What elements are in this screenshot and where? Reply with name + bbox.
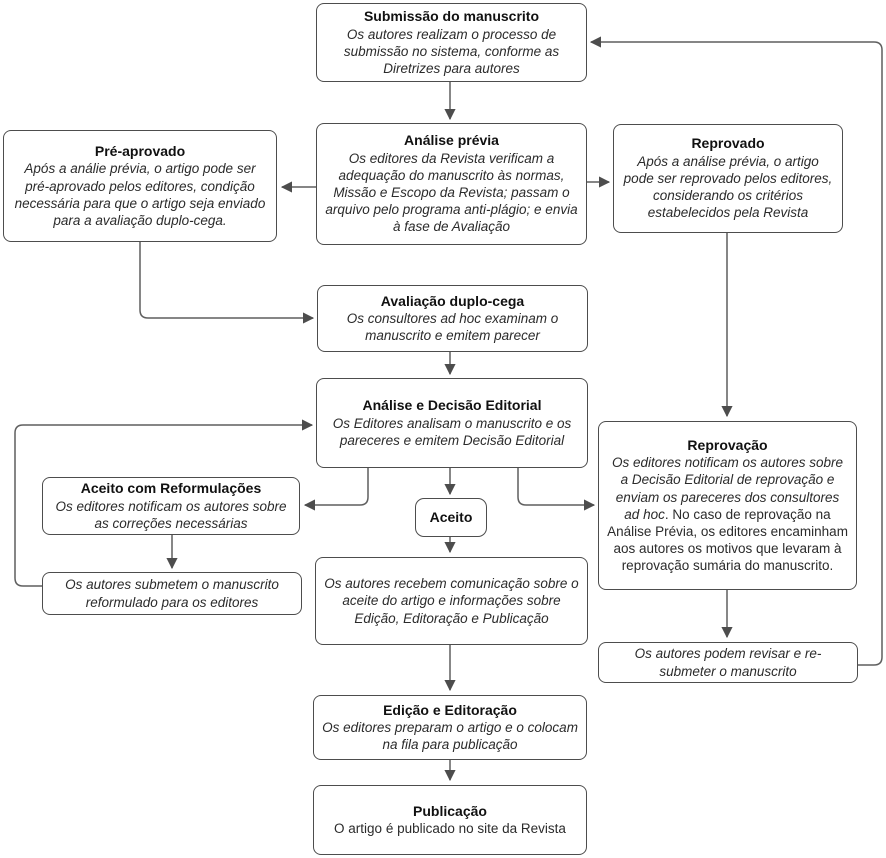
node-body: Após a análise prévia, o artigo pode ser… [623, 153, 833, 221]
node-body: O artigo é publicado no site da Revista [334, 821, 566, 837]
node-autores-recebem-comunicacao: Os autores recebem comunicação sobre o a… [315, 557, 588, 645]
node-title: Reprovação [687, 436, 768, 453]
node-title: Aceito com Reformulações [80, 480, 262, 497]
node-title: Análise prévia [404, 132, 499, 149]
node-body: Os editores preparam o artigo e o coloca… [322, 720, 578, 753]
node-body: Os autores submetem o manuscrito reformu… [65, 577, 279, 610]
node-title: Avaliação duplo-cega [380, 292, 525, 309]
node-aceito-com-reformulacoes: Aceito com Reformulações Os editores not… [42, 477, 300, 535]
node-analise-previa: Análise prévia Os editores da Revista ve… [316, 123, 587, 245]
connector-pre-aprovado-avaliacao [139, 242, 315, 324]
node-body: Os autores realizam o processo de submis… [343, 26, 560, 76]
node-publicacao: Publicação O artigo é publicado no site … [313, 785, 587, 855]
node-body: Os Editores analisam o manuscrito e os p… [332, 415, 572, 448]
node-analise-e-decisao-editorial: Análise e Decisão Editorial Os Editores … [316, 378, 588, 468]
connector-autores-revisar-submissao [589, 36, 883, 666]
node-body: Os autores podem revisar e re-submeter o… [634, 646, 822, 679]
connector-analise-decisao-aceito-reformulacoes [303, 468, 369, 511]
node-aceito: Aceito [415, 498, 487, 537]
node-reprovado: Reprovado Após a análise prévia, o artig… [613, 124, 843, 233]
node-title: Pré-aprovado [94, 142, 186, 159]
node-reprovacao: Reprovação Os editores notificam os auto… [598, 421, 857, 590]
node-body-italic-part: Os editores notificam os autores sobre a… [611, 455, 844, 522]
node-title: Reprovado [691, 135, 765, 152]
node-avaliacao-duplo-cega: Avaliação duplo-cega Os consultores ad h… [317, 285, 588, 352]
node-body: Os editores da Revista verificam a adequ… [325, 150, 578, 235]
node-body: Os consultores ad hoc examinam o manuscr… [346, 311, 559, 344]
connector-autores-submetem-analise-decisao [14, 419, 314, 587]
node-body: Os autores recebem comunicação sobre o a… [324, 576, 579, 626]
node-pre-aprovado: Pré-aprovado Após a análie prévia, o art… [3, 130, 277, 242]
node-submissao-do-manuscrito: Submissão do manuscrito Os autores reali… [316, 3, 587, 82]
node-autores-podem-revisar: Os autores podem revisar e re-submeter o… [598, 642, 858, 683]
node-body-regular-part: . No caso de reprovação na Análise Prévi… [607, 506, 848, 574]
node-title: Publicação [413, 802, 487, 819]
node-body: Os editores notificam os autores sobre a… [607, 454, 848, 574]
node-title: Submissão do manuscrito [363, 8, 540, 25]
node-title: Análise e Decisão Editorial [362, 397, 542, 414]
node-edicao-e-editoracao: Edição e Editoração Os editores preparam… [313, 695, 587, 760]
connector-analise-decisao-reprovacao [517, 468, 596, 511]
node-title: Aceito [429, 508, 473, 525]
node-body: Os editores notificam os autores sobre a… [55, 498, 287, 531]
node-body: Após a análie prévia, o artigo pode ser … [14, 161, 266, 228]
node-autores-submetem-reformulado: Os autores submetem o manuscrito reformu… [42, 572, 302, 615]
node-title: Edição e Editoração [383, 701, 517, 718]
